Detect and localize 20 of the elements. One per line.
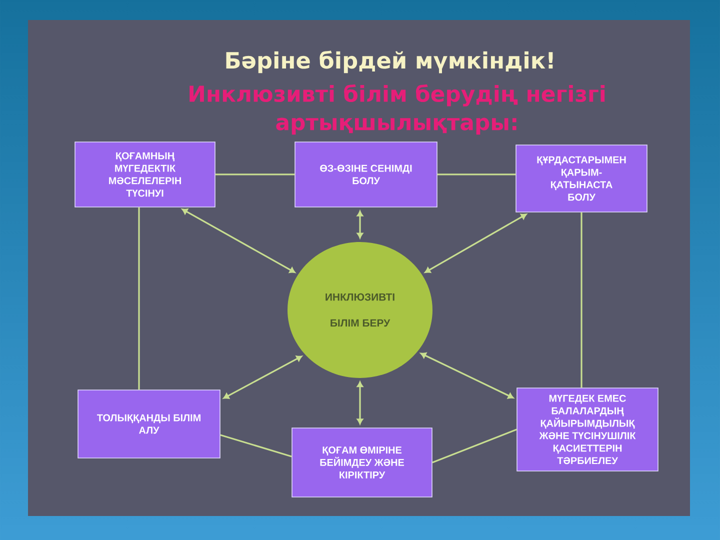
text-box: ТОЛЫҚҚАНДЫ БІЛІМ АЛУ (78, 390, 220, 458)
double-arrow (356, 381, 364, 424)
double-arrow (356, 210, 364, 239)
double-arrow (420, 352, 514, 399)
title: Бәріне бірдей мүмкіндік! (226, 50, 553, 74)
text-box: ҚОҒАМ ӨМІРІНЕ БЕЙІМДЕУ ЖӘНЕ КІРІКТІРУ (292, 428, 432, 498)
subtitle: Инклюзивті білім берудің негізгі артықшылықтары: (190, 84, 605, 135)
double-arrow (223, 356, 302, 399)
text-box: ӨЗ-ӨЗІНЕ СЕНІМДІ БОЛУ (294, 142, 438, 208)
double-arrow (182, 208, 296, 273)
text-box: ҚОҒАМНЫҢ МҮГЕДЕКТІК МӘСЕЛЕЛЕРІН ТҮСІНУІ (74, 142, 216, 208)
connector-line (432, 428, 517, 464)
connector-line (437, 174, 516, 176)
connector-line (215, 174, 295, 176)
double-arrow (424, 214, 527, 273)
connector-line (580, 212, 582, 388)
connector-line (220, 434, 292, 458)
text-box: ҚҰРДАСТАРЫМЕН ҚАРЫМ- ҚАТЫНАСТА БОЛУ (516, 144, 648, 212)
text-box: МҮГЕДЕК ЕМЕС БАЛАЛАРДЫҢ ҚАЙЫРЫМДЫЛЫҚ ЖӘНЕ ТҮСІНУШІЛІК ҚАСИЕТТЕРІН ТӘРБИЕЛЕУ (516, 388, 658, 472)
connector-line (138, 207, 140, 390)
